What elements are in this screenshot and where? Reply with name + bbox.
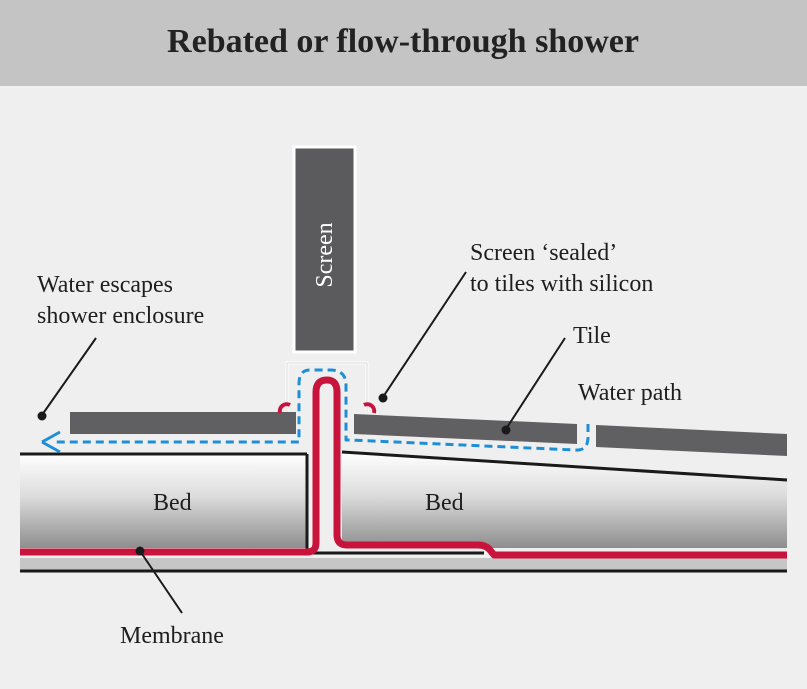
screen-frame-shadow — [286, 362, 368, 412]
screen-sealed-label-line2: to tiles with silicon — [470, 271, 653, 297]
screen-sealed-label-line1: Screen ‘sealed’ — [470, 240, 617, 266]
screen-panel — [292, 145, 357, 354]
screen-sealed-leader — [382, 271, 467, 398]
tile-right-2 — [596, 425, 787, 456]
water-path-label: Water path — [578, 380, 682, 406]
screen-sealed-dot — [378, 393, 388, 403]
bed-right — [342, 452, 787, 548]
tile-right-1 — [354, 414, 577, 444]
water-path-arrowhead — [41, 430, 61, 454]
water-path-line — [52, 368, 590, 452]
water-escapes-leader — [41, 337, 97, 416]
tile-left — [70, 412, 296, 434]
membrane-label: Membrane — [120, 623, 224, 649]
tile-label: Tile — [573, 323, 611, 349]
water-escapes-label-line2: shower enclosure — [37, 303, 204, 329]
water-escapes-label-line1: Water escapes — [37, 272, 173, 298]
water-escapes-dot — [37, 411, 47, 421]
diagram-title: Rebated or flow-through shower — [167, 23, 639, 60]
bed-left — [20, 454, 307, 548]
silicone-seal-right — [363, 402, 377, 414]
title-bar — [0, 0, 807, 86]
tile-leader — [505, 337, 566, 430]
screen-label: Screen — [312, 222, 338, 287]
bed-right-top-edge — [341, 450, 788, 482]
membrane-leader — [139, 550, 183, 614]
bed-left-label: Bed — [153, 490, 192, 516]
substrate — [20, 558, 787, 571]
membrane-line — [20, 376, 787, 559]
silicone-seal-left — [277, 402, 291, 414]
bed-right-label: Bed — [425, 490, 464, 516]
tile-dot — [501, 425, 511, 435]
membrane-dot — [135, 546, 145, 556]
